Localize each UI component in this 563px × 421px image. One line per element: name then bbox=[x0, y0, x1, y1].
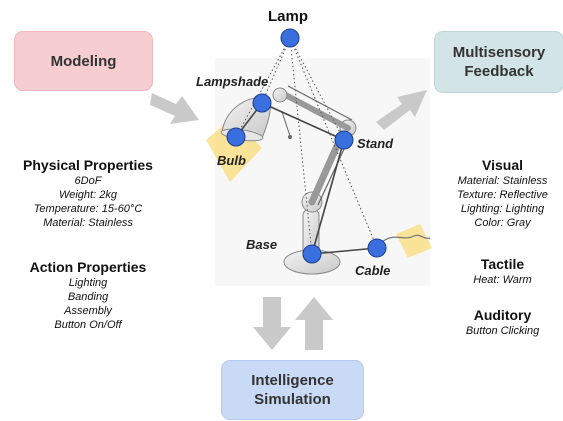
visual-heading: Visual bbox=[482, 157, 523, 173]
node-lampshade bbox=[252, 93, 272, 113]
cable-wire bbox=[377, 234, 431, 247]
lamp-spring-end bbox=[288, 135, 292, 139]
node-lamp bbox=[280, 28, 300, 48]
intelligence-simulation-box: Intelligence Simulation bbox=[221, 360, 364, 420]
arrow-lamp-to-feedback bbox=[376, 90, 427, 130]
arrow-down-to-simulation bbox=[253, 297, 291, 350]
part-label-cable: Cable bbox=[355, 263, 391, 278]
modeling-box: Modeling bbox=[14, 31, 153, 91]
lamp-upper-arm bbox=[277, 89, 351, 131]
part-label-stand: Stand bbox=[357, 136, 394, 151]
simulation-label-line2: Simulation bbox=[254, 391, 331, 408]
action-properties-section: Action Properties Lighting Banding Assem… bbox=[0, 258, 176, 332]
feedback-label-line1: Multisensory bbox=[452, 44, 546, 61]
node-base bbox=[302, 244, 322, 264]
part-label-bulb: Bulb bbox=[217, 153, 246, 168]
physical-property-item: Temperature: 15-60°C bbox=[33, 203, 143, 215]
auditory-item: Button Clicking bbox=[465, 325, 540, 337]
lamp-spring bbox=[281, 111, 291, 137]
tactile-heading: Tactile bbox=[480, 256, 525, 272]
action-property-item: Button On/Off bbox=[54, 319, 122, 331]
lamp-head-joint bbox=[272, 87, 288, 103]
visual-item: Color: Gray bbox=[474, 217, 531, 229]
auditory-section: Auditory Button Clicking bbox=[442, 306, 563, 338]
tactile-item: Heat: Warm bbox=[473, 274, 532, 286]
arrow-up-from-simulation bbox=[295, 297, 333, 350]
action-properties-heading: Action Properties bbox=[29, 259, 147, 275]
physical-property-item: Material: Stainless bbox=[43, 217, 133, 229]
node-bulb bbox=[226, 127, 246, 147]
multisensory-feedback-box: Multisensory Feedback bbox=[434, 31, 563, 93]
physical-properties-heading: Physical Properties bbox=[23, 157, 153, 173]
lamp-upper-arm-rod bbox=[287, 85, 353, 121]
simulation-label-line1: Intelligence bbox=[251, 372, 334, 389]
physical-property-item: 6DoF bbox=[74, 175, 102, 187]
action-property-item: Assembly bbox=[64, 305, 112, 317]
physical-properties-section: Physical Properties 6DoF Weight: 2kg Tem… bbox=[0, 156, 176, 230]
action-property-item: Lighting bbox=[68, 277, 108, 289]
arrow-modeling-to-lamp bbox=[150, 93, 199, 124]
cable-glow bbox=[396, 224, 432, 258]
node-cable bbox=[367, 238, 387, 258]
tactile-section: Tactile Heat: Warm bbox=[442, 255, 563, 287]
part-label-lampshade: Lampshade bbox=[196, 74, 269, 89]
action-property-item: Banding bbox=[67, 291, 109, 303]
visual-item: Lighting: Lighting bbox=[460, 203, 545, 215]
feedback-label-line2: Feedback bbox=[464, 63, 534, 80]
connector-lines bbox=[235, 37, 378, 255]
part-label-base: Base bbox=[246, 237, 278, 252]
physical-property-item: Weight: 2kg bbox=[59, 189, 117, 201]
visual-item: Texture: Reflective bbox=[457, 189, 548, 201]
visual-section: Visual Material: Stainless Texture: Refl… bbox=[442, 156, 563, 230]
auditory-heading: Auditory bbox=[473, 307, 532, 323]
node-stand bbox=[334, 130, 354, 150]
modeling-label: Modeling bbox=[50, 52, 117, 70]
visual-item: Material: Stainless bbox=[457, 175, 548, 187]
lamp-title: Lamp bbox=[268, 8, 309, 25]
